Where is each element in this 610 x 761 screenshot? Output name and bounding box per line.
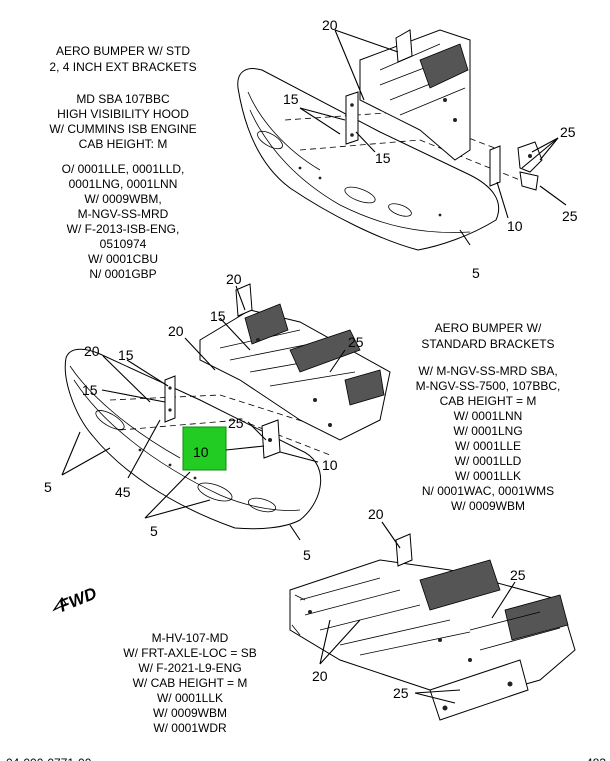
callout-45: 45 bbox=[115, 484, 131, 500]
callout-5: 5 bbox=[303, 547, 311, 563]
mid-right-note: AERO BUMPER W/ STANDARD BRACKETS W/ M-NG… bbox=[416, 321, 561, 513]
note-line: 0510974 bbox=[100, 237, 147, 251]
note-line: W/ 0001CBU bbox=[88, 252, 158, 266]
note-line: W/ CAB HEIGHT = M bbox=[133, 676, 248, 690]
note-line: W/ F-2013-ISB-ENG, bbox=[67, 222, 180, 236]
note-line: 0001LNG, 0001LNN bbox=[69, 177, 178, 191]
callout-25: 25 bbox=[348, 334, 364, 350]
top-assembly-drawing bbox=[237, 29, 543, 251]
note-line: W/ 0009WBM bbox=[153, 706, 227, 720]
note-line: W/ 0001LLK bbox=[157, 691, 223, 705]
top-left-note: AERO BUMPER W/ STD 2, 4 INCH EXT BRACKET… bbox=[49, 44, 196, 281]
middle-assembly-drawing bbox=[64, 283, 391, 530]
note-line: W/ 0001LLK bbox=[455, 469, 521, 483]
note-line: W/ 0001LLE bbox=[455, 439, 521, 453]
note-line: W/ 0001LLD bbox=[455, 454, 522, 468]
highlighted-callout[interactable]: 10 bbox=[182, 426, 227, 471]
callout-25: 25 bbox=[560, 124, 576, 140]
note-line: O/ 0001LLE, 0001LLD, bbox=[62, 162, 185, 176]
callout-15: 15 bbox=[375, 150, 391, 166]
callout-25: 25 bbox=[228, 415, 244, 431]
callout-10: 10 bbox=[507, 218, 523, 234]
fwd-arrow-icon: FWD bbox=[52, 584, 99, 616]
note-line: CAB HEIGHT: M bbox=[79, 137, 168, 151]
callout-20: 20 bbox=[168, 323, 184, 339]
note-line: N/ 0001GBP bbox=[89, 267, 156, 281]
callout-20: 20 bbox=[368, 506, 384, 522]
callout-15: 15 bbox=[82, 382, 98, 398]
note-line: W/ M-NGV-SS-MRD SBA, bbox=[418, 364, 557, 378]
note-line: CAB HEIGHT = M bbox=[440, 394, 537, 408]
callout-25: 25 bbox=[562, 208, 578, 224]
callout-5: 5 bbox=[44, 479, 52, 495]
callout-10-highlight: 10 bbox=[193, 444, 209, 460]
note-line: W/ 0001WDR bbox=[153, 721, 227, 735]
callout-20: 20 bbox=[226, 271, 242, 287]
fwd-label: FWD bbox=[56, 584, 99, 616]
bracket-10-top bbox=[489, 145, 501, 187]
note-line: AERO BUMPER W/ bbox=[435, 321, 542, 335]
callout-20: 20 bbox=[322, 17, 338, 33]
callout-5: 5 bbox=[150, 523, 158, 539]
note-line: W/ 0009WBM bbox=[451, 499, 525, 513]
note-line: MD SBA 107BBC bbox=[76, 92, 170, 106]
note-line: M-NGV-SS-7500, 107BBC, bbox=[416, 379, 561, 393]
bottom-left-note: M-HV-107-MD W/ FRT-AXLE-LOC = SB W/ F-20… bbox=[123, 631, 256, 735]
callout-20: 20 bbox=[84, 343, 100, 359]
callout-15: 15 bbox=[210, 308, 226, 324]
note-line: W/ F-2021-L9-ENG bbox=[138, 661, 241, 675]
callout-15: 15 bbox=[283, 91, 299, 107]
note-line: HIGH VISIBILITY HOOD bbox=[57, 107, 189, 121]
note-line: M-NGV-SS-MRD bbox=[78, 207, 169, 221]
footer-page-number: 483 bbox=[586, 756, 606, 761]
callout-15: 15 bbox=[118, 347, 134, 363]
bumper-top bbox=[237, 68, 500, 251]
note-line: M-HV-107-MD bbox=[152, 631, 229, 645]
note-line: AERO BUMPER W/ STD bbox=[56, 44, 190, 58]
note-line: N/ 0001WAC, 0001WMS bbox=[422, 484, 554, 498]
callout-5: 5 bbox=[472, 265, 480, 281]
bracket-15-top bbox=[345, 91, 359, 145]
bracket-15-middle bbox=[164, 375, 176, 423]
note-line: W/ FRT-AXLE-LOC = SB bbox=[123, 646, 256, 660]
note-line: STANDARD BRACKETS bbox=[421, 337, 554, 351]
note-line: W/ 0009WBM, bbox=[84, 192, 161, 206]
callout-20: 20 bbox=[312, 668, 328, 684]
tow-plate-bottom bbox=[429, 659, 529, 721]
callout-10: 10 bbox=[322, 457, 338, 473]
note-line: W/ 0001LNG bbox=[453, 424, 522, 438]
callout-25: 25 bbox=[510, 567, 526, 583]
bottom-assembly-drawing bbox=[289, 533, 576, 721]
footer-doc-number: 04-000-0771-00 bbox=[6, 756, 92, 761]
note-line: 2, 4 INCH EXT BRACKETS bbox=[49, 60, 196, 74]
note-line: W/ 0001LNN bbox=[454, 409, 523, 423]
callout-25: 25 bbox=[393, 685, 409, 701]
note-line: W/ CUMMINS ISB ENGINE bbox=[49, 122, 196, 136]
